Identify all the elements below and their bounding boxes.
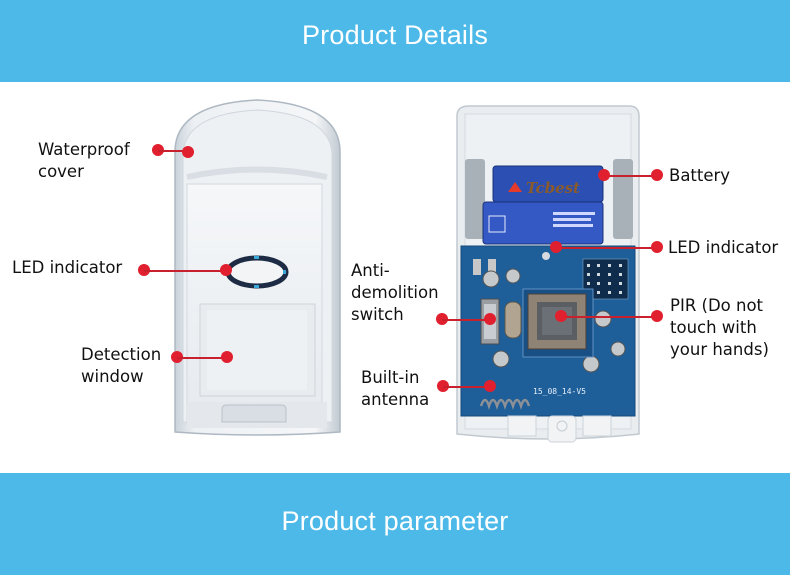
callout-label: Detection bbox=[81, 345, 162, 364]
callout-dot bbox=[484, 313, 496, 325]
callout-label: antenna bbox=[361, 390, 430, 409]
front-view-image bbox=[174, 99, 341, 436]
callout-line bbox=[556, 247, 654, 249]
callout-dot bbox=[220, 264, 232, 276]
product-details-panel: Tcbest bbox=[0, 82, 790, 473]
callout-line bbox=[144, 270, 228, 272]
callout-label: LED indicator bbox=[668, 238, 779, 257]
callout-dot bbox=[555, 310, 567, 322]
callout-line bbox=[443, 386, 491, 388]
callout-line bbox=[561, 316, 656, 318]
callout-dot bbox=[651, 310, 663, 322]
callout-label: window bbox=[81, 367, 144, 386]
callout-label: your hands) bbox=[670, 340, 769, 359]
callout-label: Waterproof bbox=[38, 140, 130, 159]
inside-view-image: Tcbest bbox=[456, 105, 640, 443]
callout-dot bbox=[598, 169, 610, 181]
callout-label: touch with bbox=[670, 318, 757, 337]
pcb-marking: 15_08_14-V5 bbox=[533, 387, 586, 396]
header-banner: Product Details bbox=[0, 0, 790, 82]
callout-dot bbox=[651, 169, 663, 181]
callout-label: cover bbox=[38, 162, 84, 181]
footer-banner: Product parameter bbox=[0, 473, 790, 575]
callout-label: PIR (Do not bbox=[670, 296, 764, 315]
callout-label: LED indicator bbox=[12, 258, 123, 277]
callout-line bbox=[604, 175, 654, 177]
callout-label: switch bbox=[351, 305, 404, 324]
callout-line bbox=[442, 319, 490, 321]
callout-line bbox=[177, 357, 227, 359]
callout-label: Anti- bbox=[351, 261, 390, 280]
header-title: Product Details bbox=[301, 19, 489, 50]
callout-label: Built-in bbox=[361, 368, 420, 387]
callout-dot bbox=[484, 380, 496, 392]
footer-title: Product parameter bbox=[281, 506, 509, 536]
battery-brand: Tcbest bbox=[526, 179, 580, 197]
callout-line bbox=[158, 150, 188, 152]
callout-label: demolition bbox=[351, 283, 439, 302]
callout-dot bbox=[550, 241, 562, 253]
callout-dot bbox=[221, 351, 233, 363]
callout-label: Battery bbox=[669, 166, 731, 185]
callout-dot bbox=[651, 241, 663, 253]
callout-dot bbox=[182, 146, 194, 158]
